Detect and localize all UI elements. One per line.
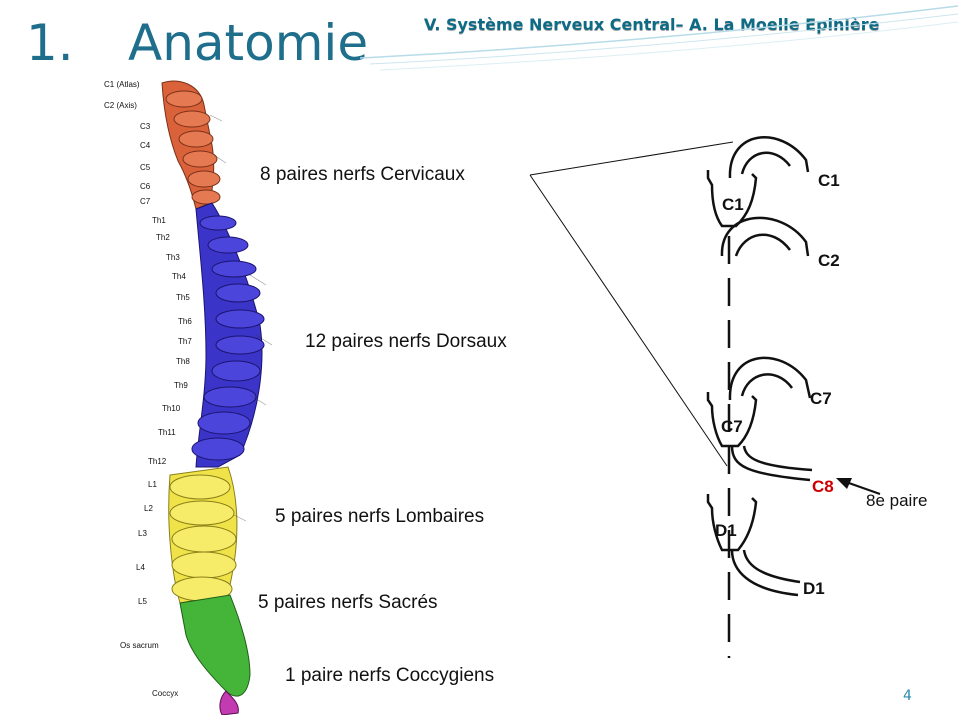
spine-illustration: C1 (Atlas) C2 (Axis) C3 C4 C5 C6 C7 Th1 … xyxy=(100,75,290,715)
spine-label-th9: Th9 xyxy=(174,381,188,390)
page-number: 4 xyxy=(903,688,912,704)
label-coccygeal: 1 paire nerfs Coccygiens xyxy=(285,665,495,686)
nerve-c1-arc xyxy=(728,136,810,179)
nerve-c8-label: C8 xyxy=(812,477,834,496)
spine-label-th12: Th12 xyxy=(148,457,167,466)
pointer-line-top xyxy=(529,141,734,176)
spine-label-c5: C5 xyxy=(140,163,151,172)
nerve-c2-arc xyxy=(720,216,810,257)
vertebra-c1-label: C1 xyxy=(722,195,744,214)
title-number: 1. xyxy=(26,14,74,72)
spine-label-c2: C2 (Axis) xyxy=(104,101,137,110)
nerve-c2-arc-inner xyxy=(734,233,791,257)
label-sacral: 5 paires nerfs Sacrés xyxy=(258,592,438,613)
spine-label-th6: Th6 xyxy=(178,317,192,326)
spine-label-l5: L5 xyxy=(138,597,147,606)
spine-label-th2: Th2 xyxy=(156,233,170,242)
vertebra-d1-label: D1 xyxy=(715,521,737,540)
vertebra-c7-label: C7 xyxy=(721,417,743,436)
spine-label-th11: Th11 xyxy=(158,428,176,437)
nerve-d1-label: D1 xyxy=(803,579,825,598)
spine-label-l1: L1 xyxy=(148,480,157,489)
spine-label-coccyx: Coccyx xyxy=(152,689,178,698)
section-header: V. Système Nerveux Central– A. La Moelle… xyxy=(424,15,880,34)
nerve-c7-label: C7 xyxy=(810,389,832,408)
spine-label-c4: C4 xyxy=(140,141,151,150)
spine-label-l3: L3 xyxy=(138,529,147,538)
coccyx-region xyxy=(219,690,239,715)
pointer-line-bottom xyxy=(529,174,728,467)
header-swoosh-decoration xyxy=(359,5,959,71)
nerve-c1-arc-inner xyxy=(740,151,791,175)
nerve-c2-label: C2 xyxy=(818,251,840,270)
label-lumbar: 5 paires nerfs Lombaires xyxy=(275,506,485,527)
spine-label-th3: Th3 xyxy=(166,253,180,262)
spine-label-c3: C3 xyxy=(140,122,151,131)
nerve-c8-root xyxy=(730,445,811,482)
spine-label-l4: L4 xyxy=(136,563,145,572)
c8-arrow-head xyxy=(836,478,852,489)
nerve-d1-root xyxy=(730,549,799,597)
c8-arrow-line xyxy=(845,481,881,495)
page-title: Anatomie xyxy=(128,14,369,72)
nerve-c8-root-inner xyxy=(742,445,813,472)
spine-label-c1: C1 (Atlas) xyxy=(104,80,140,89)
nerve-c7-arc-inner xyxy=(740,373,794,397)
vertebra-c7-shape xyxy=(706,392,758,448)
spine-label-th5: Th5 xyxy=(176,293,190,302)
spine-label-th10: Th10 xyxy=(162,404,181,413)
spine-label-th8: Th8 xyxy=(176,357,190,366)
spine-label-c7: C7 xyxy=(140,197,151,206)
label-dorsal: 12 paires nerfs Dorsaux xyxy=(305,331,507,352)
vertebra-d1-shape xyxy=(706,494,758,552)
nerve-c1-label: C1 xyxy=(818,171,840,190)
nerve-c7-arc xyxy=(728,356,812,401)
label-cervical: 8 paires nerfs Cervicaux xyxy=(260,164,465,185)
vertebra-c1-shape xyxy=(706,170,758,228)
c8-note-label: 8e paire xyxy=(866,491,927,510)
nerve-d1-root-inner xyxy=(742,549,801,584)
spine-label-l2: L2 xyxy=(144,504,153,513)
spine-label-th7: Th7 xyxy=(178,337,192,346)
sacral-region xyxy=(179,594,251,697)
spine-label-sacrum: Os sacrum xyxy=(120,641,159,650)
spine-label-th4: Th4 xyxy=(172,272,186,281)
spine-label-c6: C6 xyxy=(140,182,151,191)
spine-label-th1: Th1 xyxy=(152,216,166,225)
